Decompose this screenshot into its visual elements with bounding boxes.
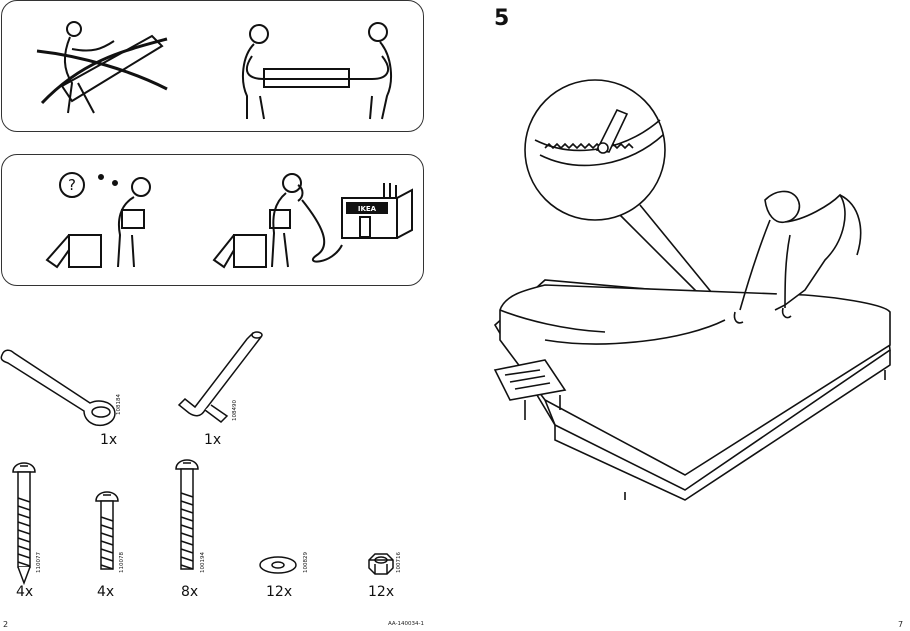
- allen-key-part-code: 108490: [232, 400, 238, 421]
- nut-icon: [368, 553, 394, 575]
- allen-key-icon: [177, 331, 263, 423]
- wrench-quantity: 1x: [100, 432, 118, 448]
- short-bolt-part-code: 110078: [119, 552, 125, 573]
- crossed-out-single-person-carrying-icon: [36, 21, 168, 114]
- washer-part-code: 100829: [303, 552, 309, 573]
- washer-icon: [259, 556, 297, 574]
- long-bolt-part-code: 110077: [36, 552, 42, 573]
- medium-bolt-icon: [175, 459, 199, 570]
- wrench-icon: [0, 349, 116, 427]
- person-zipping-mattress-cover-icon: [493, 79, 891, 501]
- nut-quantity: 12x: [368, 584, 395, 600]
- long-bolt-quantity: 4x: [16, 584, 34, 600]
- medium-bolt-part-code: 100194: [200, 552, 206, 573]
- lifting-warning-panel: [1, 0, 424, 132]
- wrench-part-code: 108184: [116, 394, 122, 415]
- nut-part-code: 100716: [396, 552, 402, 573]
- svg-text:IKEA: IKEA: [358, 205, 377, 213]
- person-phoning-store-icon: IKEA: [212, 173, 413, 269]
- short-bolt-icon: [95, 491, 119, 570]
- medium-bolt-quantity: 8x: [181, 584, 199, 600]
- long-bolt-icon: [12, 462, 36, 586]
- right-page-number: 7: [898, 620, 904, 629]
- left-page-number: 2: [3, 620, 9, 629]
- washer-quantity: 12x: [266, 584, 293, 600]
- svg-text:?: ?: [68, 176, 76, 194]
- confused-person-with-instructions-icon: ?: [45, 172, 151, 269]
- two-people-carrying-icon: [241, 22, 393, 120]
- short-bolt-quantity: 4x: [97, 584, 115, 600]
- allen-key-quantity: 1x: [204, 432, 222, 448]
- help-panel: ? IKEA: [1, 154, 424, 286]
- step-number: 5: [494, 6, 510, 31]
- document-number: AA-140034-1: [388, 621, 425, 627]
